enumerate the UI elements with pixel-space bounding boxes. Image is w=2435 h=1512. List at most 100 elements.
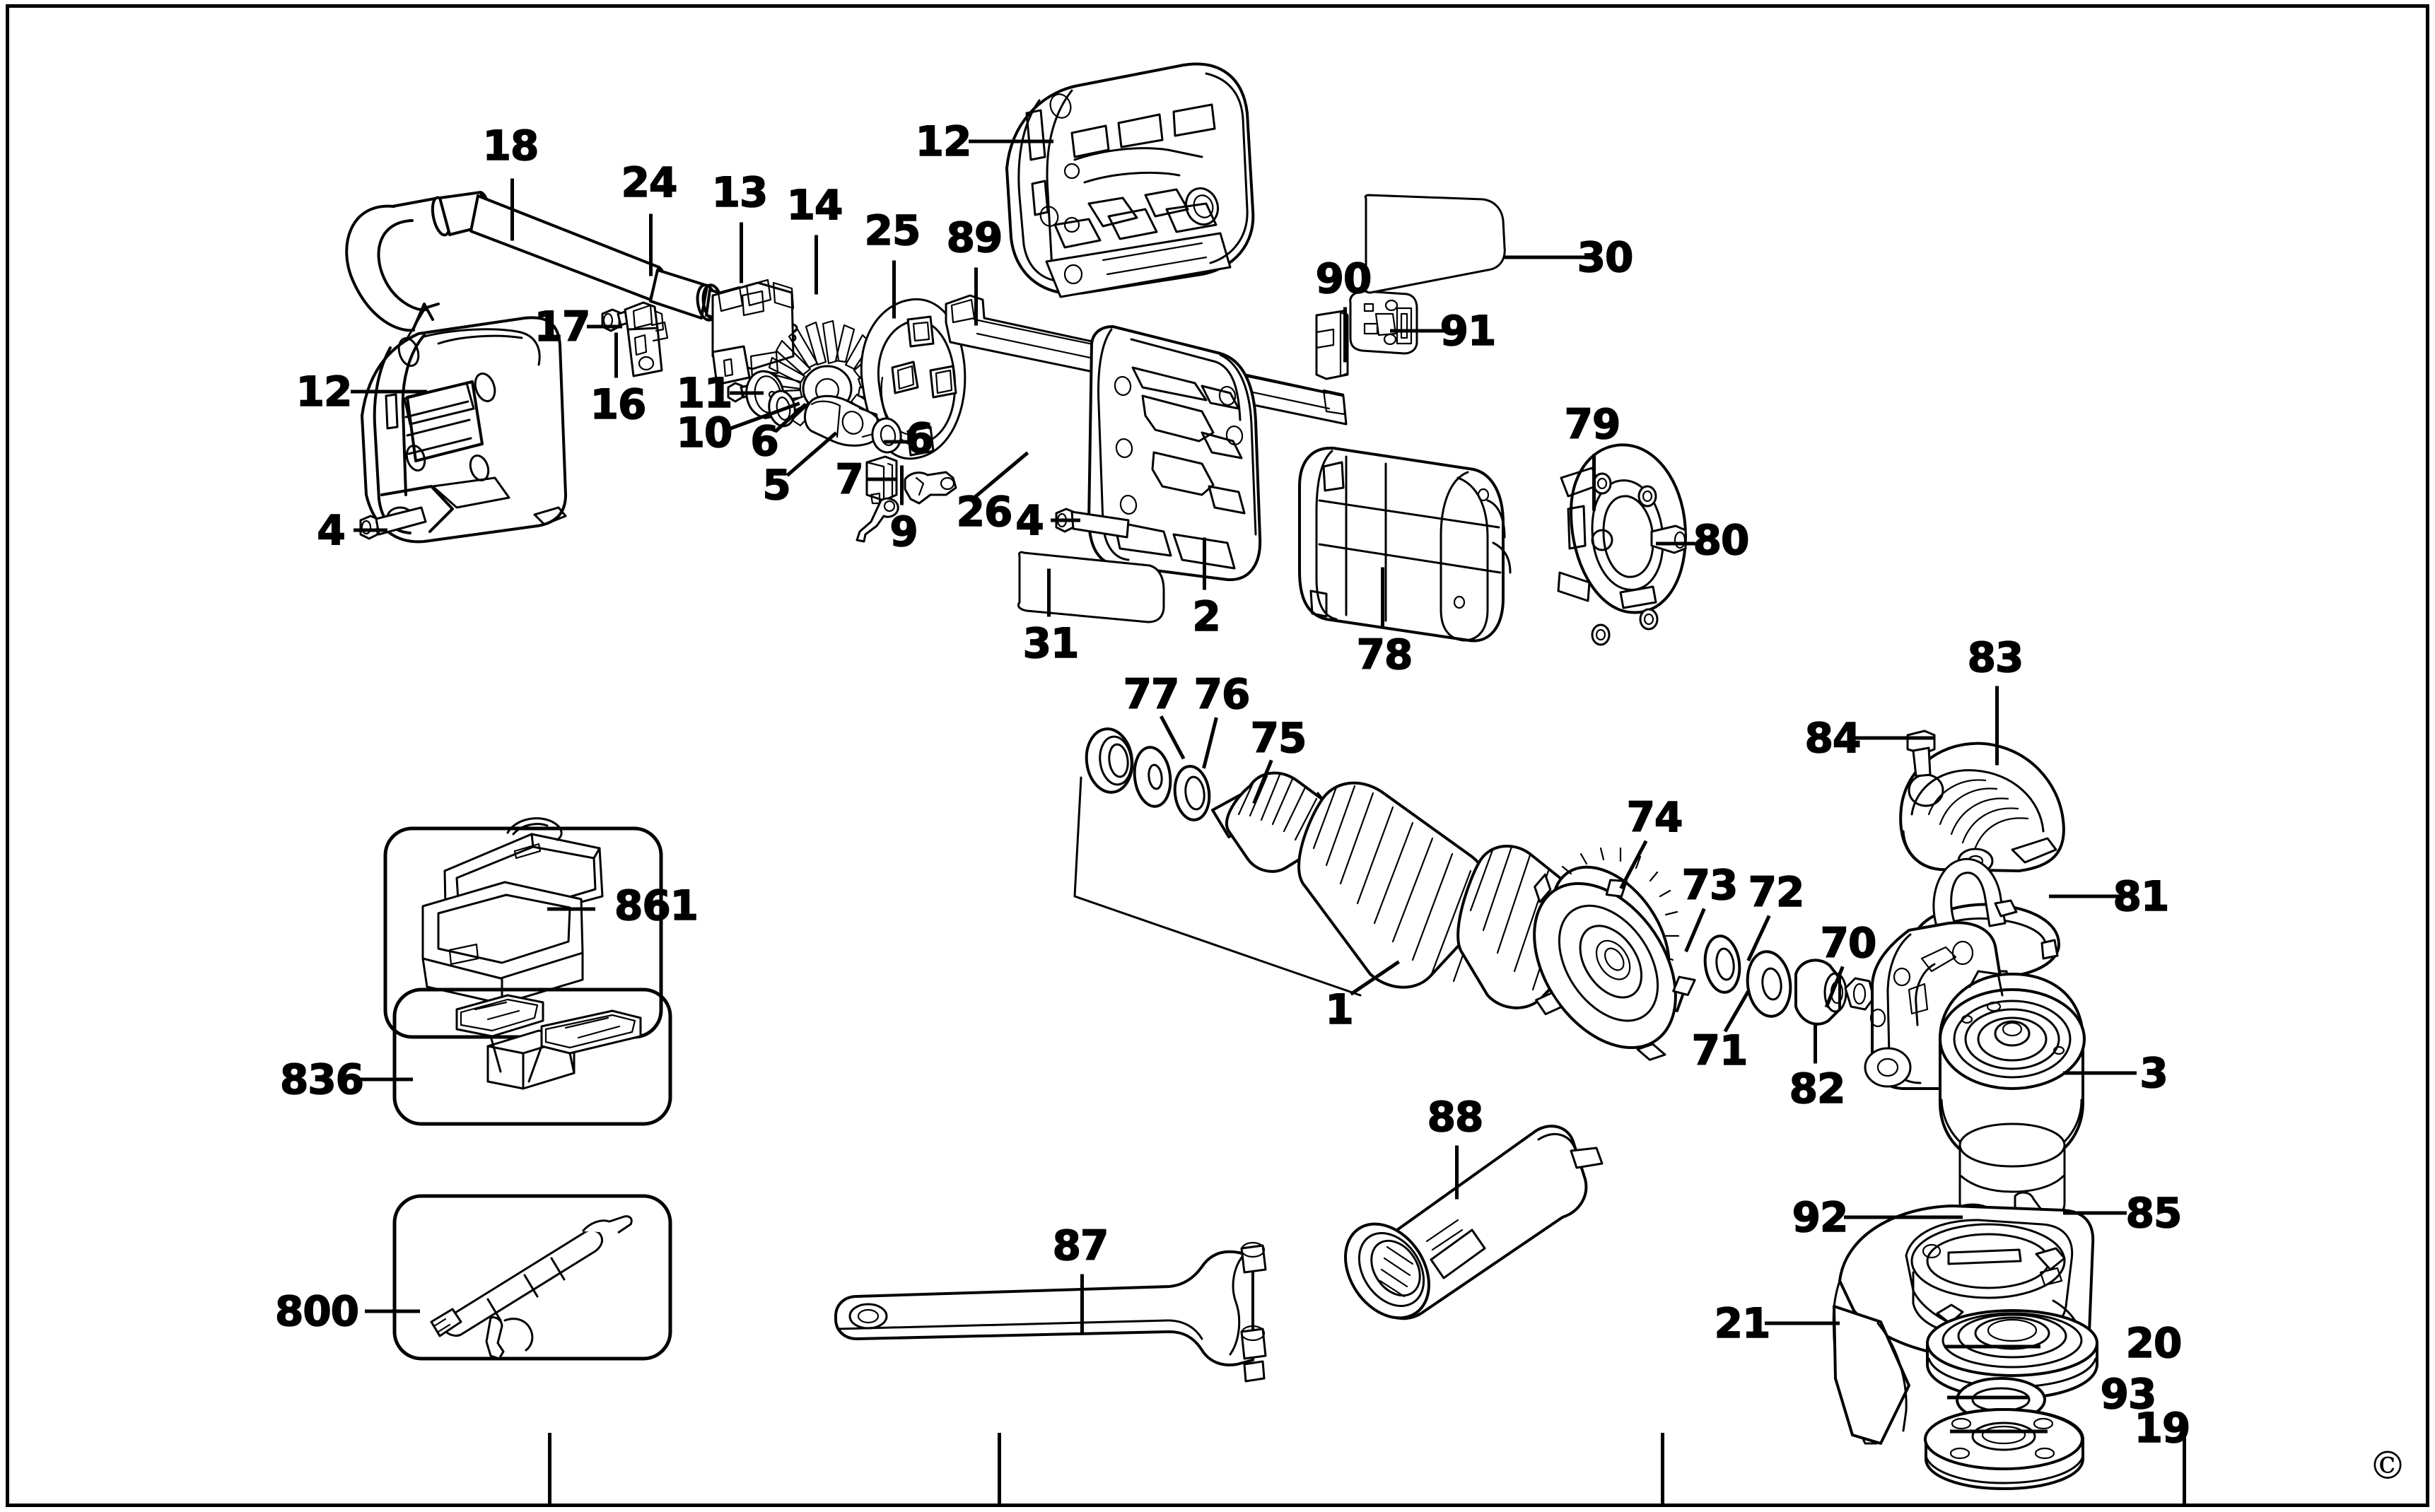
callout-c82[interactable]: 82 — [1789, 1065, 1846, 1113]
part-field-78 — [1300, 448, 1510, 641]
callout-c14[interactable]: 14 — [786, 181, 843, 229]
part-motor-housing-12-left — [362, 317, 566, 541]
parts-brush-group — [728, 368, 956, 541]
callout-c87[interactable]: 87 — [1052, 1221, 1109, 1270]
part-spanner-wrench-87 — [836, 1243, 1266, 1381]
callout-c3[interactable]: 3 — [2139, 1049, 2169, 1097]
callout-c12l[interactable]: 12 — [296, 368, 353, 416]
callout-c89[interactable]: 89 — [946, 213, 1003, 262]
part-screw-4-left — [361, 508, 426, 539]
leader-line-19 — [1950, 1429, 2048, 1434]
leader-line-14 — [814, 235, 818, 295]
callout-c93[interactable]: 93 — [2100, 1370, 2157, 1418]
callout-c17[interactable]: 17 — [534, 303, 591, 351]
leader-line-24 — [649, 213, 653, 276]
callout-c4b[interactable]: 4 — [1015, 496, 1045, 544]
part-motor-housing-12-top — [1007, 64, 1253, 297]
callout-c70[interactable]: 70 — [1820, 919, 1877, 967]
leader-line-13 — [740, 222, 743, 283]
callout-c12t[interactable]: 12 — [915, 117, 972, 165]
callout-c26[interactable]: 26 — [956, 488, 1013, 536]
leader-line-20 — [1944, 1344, 2040, 1349]
callout-c2[interactable]: 2 — [1192, 592, 1222, 640]
callout-c77[interactable]: 77 — [1123, 670, 1180, 718]
callout-c21[interactable]: 21 — [1714, 1299, 1771, 1347]
part-side-handle-88 — [1329, 1126, 1602, 1334]
part-cord-clamp-16 — [625, 303, 667, 376]
callout-c85[interactable]: 85 — [2125, 1189, 2183, 1237]
part-outer-flange-19 — [1925, 1410, 2083, 1489]
callout-c90[interactable]: 90 — [1315, 254, 1372, 303]
leader-line-17 — [587, 324, 622, 329]
callout-c73[interactable]: 73 — [1681, 861, 1739, 909]
callout-c31[interactable]: 31 — [1022, 619, 1080, 667]
leader-line-30 — [1505, 255, 1595, 259]
leader-line-800 — [365, 1309, 420, 1313]
callout-c10[interactable]: 10 — [676, 409, 733, 457]
callout-c91[interactable]: 91 — [1440, 307, 1497, 355]
accessory-box-836 — [395, 990, 670, 1124]
callout-c79[interactable]: 79 — [1564, 400, 1621, 448]
callout-c83[interactable]: 83 — [1967, 633, 2024, 681]
leader-line-836 — [361, 1077, 413, 1082]
callout-c24[interactable]: 24 — [621, 158, 678, 206]
callout-c861[interactable]: 861 — [614, 881, 699, 930]
callout-c9[interactable]: 9 — [889, 508, 919, 556]
callout-c16[interactable]: 16 — [590, 380, 647, 428]
part-wheel-guard-21 — [1833, 1206, 2093, 1443]
callout-c72[interactable]: 72 — [1748, 868, 1805, 916]
callout-c800[interactable]: 800 — [274, 1287, 360, 1335]
callout-c25[interactable]: 25 — [864, 206, 921, 254]
accessory-box-861 — [385, 819, 661, 1037]
callout-c19[interactable]: 19 — [2134, 1404, 2191, 1452]
callout-c7[interactable]: 7 — [835, 455, 865, 503]
leader-line-85 — [2063, 1211, 2127, 1215]
leader-line-78 — [1381, 567, 1384, 628]
callout-c74[interactable]: 74 — [1626, 793, 1683, 841]
callout-c11[interactable]: 11 — [676, 369, 733, 417]
callout-c1[interactable]: 1 — [1325, 985, 1355, 1033]
callout-c88[interactable]: 88 — [1427, 1093, 1484, 1141]
part-label-30 — [1365, 195, 1505, 293]
callout-c18[interactable]: 18 — [482, 122, 539, 170]
callout-c78[interactable]: 78 — [1356, 631, 1413, 679]
leader-line-861 — [547, 907, 595, 911]
callout-c71[interactable]: 71 — [1691, 1026, 1748, 1074]
callout-c30[interactable]: 30 — [1577, 233, 1634, 281]
callout-c5[interactable]: 5 — [762, 461, 792, 509]
callout-c6b[interactable]: 6 — [905, 414, 935, 462]
leader-line-21 — [1765, 1321, 1840, 1325]
leader-line-11 — [730, 391, 764, 395]
leader-line-16 — [614, 332, 618, 378]
leader-line-25 — [892, 260, 896, 319]
copyright-mark: © — [2369, 1443, 2407, 1488]
part-field-bracket-2 — [1089, 327, 1260, 580]
callout-c80[interactable]: 80 — [1693, 516, 1750, 564]
leader-line-91 — [1390, 329, 1459, 333]
callout-c836[interactable]: 836 — [279, 1055, 365, 1103]
leader-line-84 — [1855, 736, 1934, 740]
callout-c92[interactable]: 92 — [1792, 1193, 1849, 1241]
leader-line-4 — [354, 528, 387, 532]
leader-line-88 — [1455, 1145, 1459, 1200]
callout-c75[interactable]: 75 — [1250, 714, 1307, 762]
part-label-31 — [1018, 552, 1164, 622]
leader-line-31 — [1047, 568, 1051, 617]
part-screw-4-right — [1056, 509, 1128, 537]
callout-c76[interactable]: 76 — [1193, 670, 1251, 718]
leader-line-93 — [1947, 1395, 2029, 1400]
callout-c6a[interactable]: 6 — [750, 417, 780, 465]
leader-line-87 — [1080, 1274, 1084, 1335]
callout-c81[interactable]: 81 — [2113, 872, 2170, 920]
callout-c20[interactable]: 20 — [2125, 1319, 2183, 1367]
leader-line-2 — [1203, 537, 1206, 590]
leader-line-18 — [510, 178, 514, 241]
leader-line-79 — [1592, 454, 1596, 511]
leader-line-7 — [867, 477, 897, 481]
callout-c84[interactable]: 84 — [1804, 714, 1862, 762]
leader-line-89 — [974, 267, 978, 326]
callout-c4a[interactable]: 4 — [317, 506, 346, 554]
callout-c13[interactable]: 13 — [711, 168, 769, 216]
part-screw-80 — [1652, 526, 1686, 553]
